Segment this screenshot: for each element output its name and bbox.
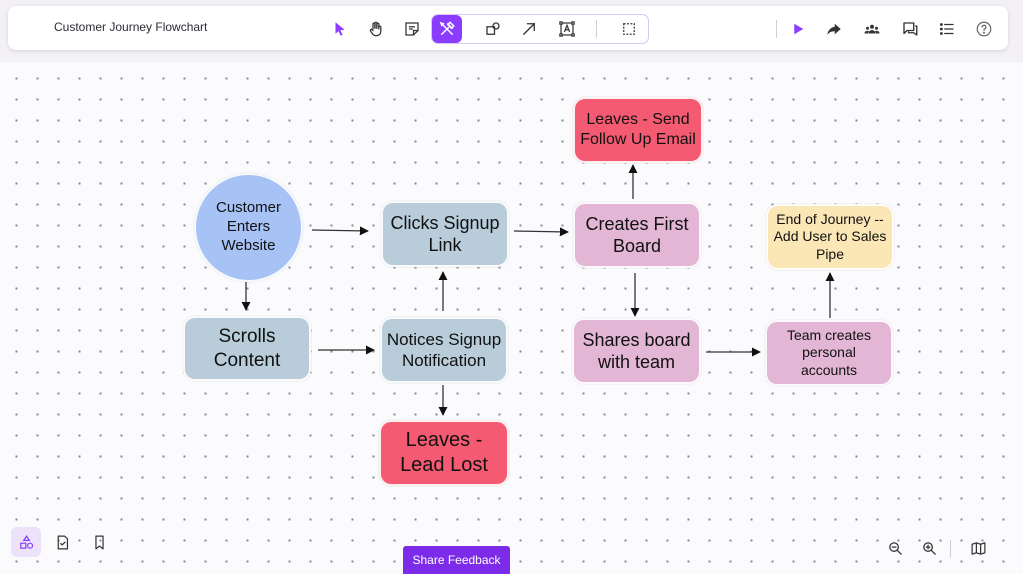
node-label: Customer Enters Website: [215, 199, 282, 254]
node-leaves-lead-lost[interactable]: Leaves - Lead Lost: [379, 420, 509, 486]
node-label: Notices Signup Notification: [386, 329, 502, 370]
connector-arrow-icon[interactable]: [514, 14, 544, 44]
node-customer-enters-website[interactable]: Customer Enters Website: [194, 173, 303, 282]
node-creates-first-board[interactable]: Creates First Board: [573, 202, 701, 268]
frame-select-icon[interactable]: [614, 14, 644, 44]
sticky-note-icon[interactable]: [397, 14, 427, 44]
zoom-in-icon[interactable]: [914, 533, 944, 563]
document-title[interactable]: Customer Journey Flowchart: [54, 20, 208, 34]
whiteboard-canvas[interactable]: [0, 62, 1023, 574]
map-icon[interactable]: [963, 533, 993, 563]
text-box-icon[interactable]: [552, 14, 582, 44]
node-label: Shares board with team: [582, 329, 691, 373]
node-label: Team creates personal accounts: [786, 326, 872, 378]
node-label: Leaves - Send Follow Up Email: [580, 111, 696, 148]
share-feedback-button[interactable]: Share Feedback: [403, 546, 510, 574]
node-notices-signup-notification[interactable]: Notices Signup Notification: [380, 317, 508, 383]
help-icon[interactable]: [969, 14, 999, 44]
shapes-panel-icon[interactable]: [11, 527, 41, 557]
toolbar-divider: [596, 20, 597, 38]
zoom-out-icon[interactable]: [880, 533, 910, 563]
node-shares-board-with-team[interactable]: Shares board with team: [572, 318, 701, 384]
node-scrolls-content[interactable]: Scrolls Content: [183, 316, 311, 381]
node-leaves-send-follow-up-email[interactable]: Leaves - Send Follow Up Email: [573, 97, 703, 163]
toolbar-divider-right: [776, 20, 777, 38]
bookmark-icon[interactable]: [84, 527, 114, 557]
list-icon[interactable]: [932, 14, 962, 44]
zoom-divider: [950, 540, 951, 558]
node-team-creates-personal-accounts[interactable]: Team creates personal accounts: [765, 320, 893, 386]
node-clicks-signup-link[interactable]: Clicks Signup Link: [381, 201, 509, 267]
node-label: Clicks Signup Link: [390, 212, 500, 256]
node-label: End of Journey -- Add User to Sales Pipe: [773, 210, 887, 262]
present-pointer-icon[interactable]: [783, 14, 813, 44]
hand-pan-icon[interactable]: [361, 14, 391, 44]
node-label: Creates First Board: [585, 213, 689, 257]
checklist-icon[interactable]: [47, 527, 77, 557]
shapes-icon[interactable]: [478, 14, 508, 44]
top-toolbar: Customer Journey Flowchart: [8, 6, 1008, 50]
collaborators-icon[interactable]: [857, 14, 887, 44]
node-label: Leaves - Lead Lost: [400, 429, 488, 476]
creation-tools-group: [431, 14, 649, 44]
tools-icon[interactable]: [432, 15, 462, 43]
share-icon[interactable]: [819, 14, 849, 44]
node-end-of-journey[interactable]: End of Journey -- Add User to Sales Pipe: [766, 204, 894, 270]
comments-icon[interactable]: [895, 14, 925, 44]
select-pointer-icon[interactable]: [325, 14, 355, 44]
node-label: Scrolls Content: [213, 325, 281, 371]
